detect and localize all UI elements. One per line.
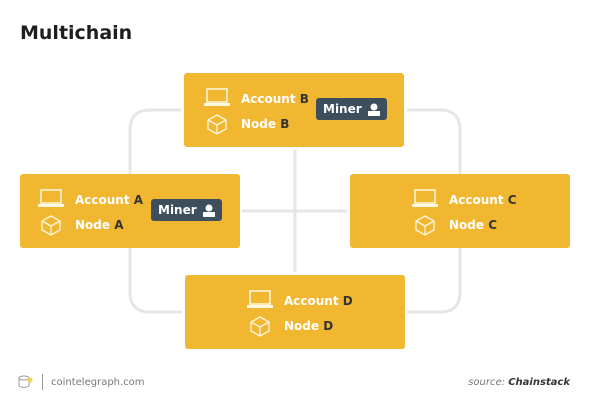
node-label: Node D [284, 319, 334, 333]
node-label: Node A [75, 218, 124, 232]
laptop-icon [247, 290, 273, 308]
node-d: Account D Node D [185, 275, 405, 349]
account-label: Account D [284, 294, 353, 308]
laptop-icon [412, 189, 438, 207]
laptop-icon [38, 189, 64, 207]
node-b: Account B Node B Miner [184, 73, 404, 147]
user-icon [202, 204, 215, 217]
cube-icon [415, 215, 435, 236]
cube-icon [207, 114, 227, 135]
user-icon [367, 103, 380, 116]
cross-connection [239, 147, 350, 275]
cube-icon [250, 316, 270, 337]
laptop-icon [204, 88, 230, 106]
site-link[interactable]: cointelegraph.com [51, 377, 145, 388]
ring-connection [128, 108, 462, 314]
node-label: Node C [449, 218, 498, 232]
node-a: Account A Node A Miner [20, 174, 240, 248]
source-credit: source: Chainstack [468, 377, 570, 388]
cointelegraph-logo-icon [18, 375, 33, 388]
account-label: Account C [449, 193, 517, 207]
miner-badge: Miner [316, 98, 387, 120]
node-label: Node B [241, 117, 290, 131]
miner-badge: Miner [151, 199, 222, 221]
node-c: Account C Node C [350, 174, 570, 248]
page-title: Multichain [20, 22, 133, 44]
account-label: Account A [75, 193, 144, 207]
account-label: Account B [241, 92, 309, 106]
cube-icon [41, 215, 61, 236]
divider [42, 374, 43, 390]
